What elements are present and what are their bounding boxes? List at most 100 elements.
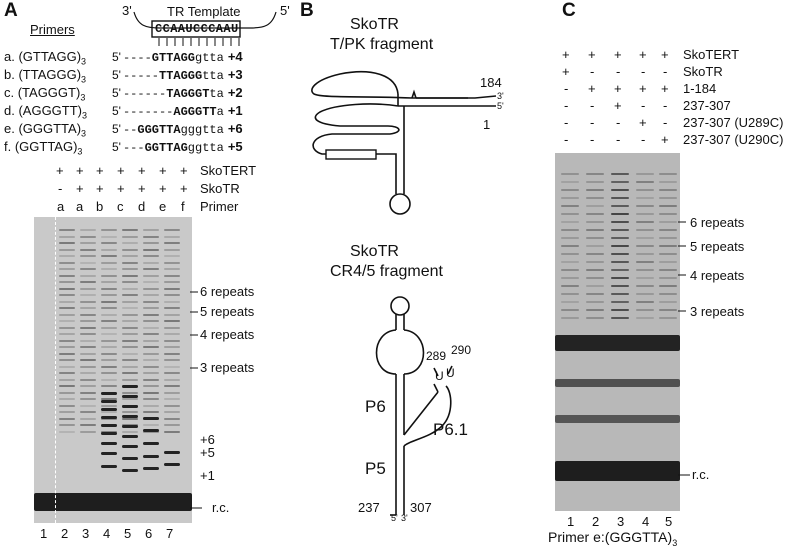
gel-band: [586, 317, 604, 319]
a-lane-number: 1: [40, 526, 48, 541]
gel-band: [101, 333, 117, 335]
gel-band: [122, 287, 138, 290]
gel-band: [122, 391, 138, 394]
gel-band: [59, 391, 75, 394]
a-mark: +: [56, 163, 64, 178]
gel-band: [80, 326, 96, 329]
primer-seq-c: 5'------TAGGGTta+2: [112, 85, 243, 101]
gel-band: [143, 242, 159, 244]
gel-band: [80, 261, 96, 264]
gel-band: [143, 429, 159, 432]
a-marker-ticks: [190, 291, 202, 509]
gel-band: [122, 372, 138, 374]
a-mark: +: [76, 163, 84, 178]
cr45-label-289: 289: [426, 349, 447, 363]
c-row-label-1-184: 1-184: [683, 81, 717, 96]
gel-band: [636, 229, 654, 231]
gel-band: [164, 333, 180, 335]
primer-label-d: d. (AGGGTT)3: [4, 103, 88, 121]
gel-band: [122, 235, 138, 238]
gel-band: [80, 235, 96, 238]
c-label-3-repeats: 3 repeats: [690, 304, 745, 319]
template-sequence: CCAAUCCCAAU: [155, 22, 239, 36]
gel-band: [164, 313, 180, 316]
gel-band: [586, 309, 604, 311]
c-label-6-repeats: 6 repeats: [690, 215, 745, 230]
c-mark: -: [616, 115, 621, 130]
gel-band: [122, 445, 138, 448]
gel-band: [59, 235, 75, 238]
tpk-title-1: SkoTR: [350, 16, 399, 33]
gel-band: [80, 346, 96, 348]
gel-band: [561, 285, 579, 287]
gel-band: [636, 301, 654, 303]
gel-band: [59, 229, 75, 231]
c-mark: -: [663, 115, 668, 130]
gel-band: [80, 281, 96, 283]
gel-band: [164, 242, 180, 244]
gel-image-c: [555, 153, 680, 511]
gel-band: [122, 274, 138, 277]
gel-band: [101, 411, 117, 413]
a-row-label-primer: Primer: [200, 199, 239, 214]
gel-band: [122, 320, 138, 322]
gel-band: [143, 313, 159, 316]
primers-header: Primers: [30, 22, 75, 37]
gel-band: [636, 173, 654, 175]
gel-band: [586, 277, 604, 279]
primer-seq-b: 5'-----TTAGGGtta+3: [112, 67, 243, 83]
c-mark: -: [663, 98, 668, 113]
gel-band: [164, 398, 180, 400]
gel-band: [164, 261, 180, 264]
gel-band: [561, 181, 579, 183]
c-mark: -: [564, 98, 569, 113]
gel-band: [122, 248, 138, 251]
gel-band: [122, 326, 138, 329]
gel-band: [611, 173, 629, 175]
a-mark: +: [138, 163, 146, 178]
a-mark: c: [117, 199, 124, 214]
gel-band: [59, 333, 75, 335]
c-marker-ticks: [678, 221, 690, 476]
c-mark: +: [614, 81, 622, 96]
a-lane-number: 2: [61, 526, 69, 541]
gel-band: [122, 300, 138, 303]
gel-band: [164, 229, 180, 231]
gel-band: [80, 274, 96, 277]
cr45-label-p5: P5: [365, 459, 386, 478]
gel-band: [561, 309, 579, 311]
gel-band: [586, 269, 604, 271]
gel-band: [122, 255, 138, 257]
c-row-label-skotr: SkoTR: [683, 64, 723, 79]
gel-band: [101, 408, 117, 411]
gel-band: [101, 255, 117, 257]
gel-band: [59, 359, 75, 361]
gel-band: [611, 285, 629, 287]
gel-band: [143, 442, 159, 445]
gel-band: [561, 269, 579, 271]
gel-band: [561, 237, 579, 239]
gel-band: [561, 261, 579, 263]
gel-band: [586, 293, 604, 295]
gel-band: [80, 378, 96, 381]
gel-band: [122, 339, 138, 342]
c-mark: -: [641, 132, 646, 147]
gel-band: [59, 378, 75, 381]
gel-band: [164, 339, 180, 342]
cr45-label-p6: P6: [365, 397, 386, 416]
gel-band: [101, 432, 117, 435]
gel-band: [164, 326, 180, 329]
gel-band: [143, 365, 159, 368]
gel-band: [122, 405, 138, 408]
a-row-label-skotert: SkoTERT: [200, 163, 257, 178]
primer-seq-d: 5'-------AGGGTTa+1: [112, 103, 243, 119]
gel-band: [101, 281, 117, 283]
tpk-label-1: 1: [483, 117, 491, 132]
gel-band: [611, 189, 629, 191]
gel-band: [636, 269, 654, 271]
gel-band: [59, 411, 75, 413]
gel-band: [164, 385, 180, 387]
gel-band: [101, 326, 117, 329]
gel-band: [164, 463, 180, 466]
cr45-label-237: 237: [358, 500, 380, 515]
